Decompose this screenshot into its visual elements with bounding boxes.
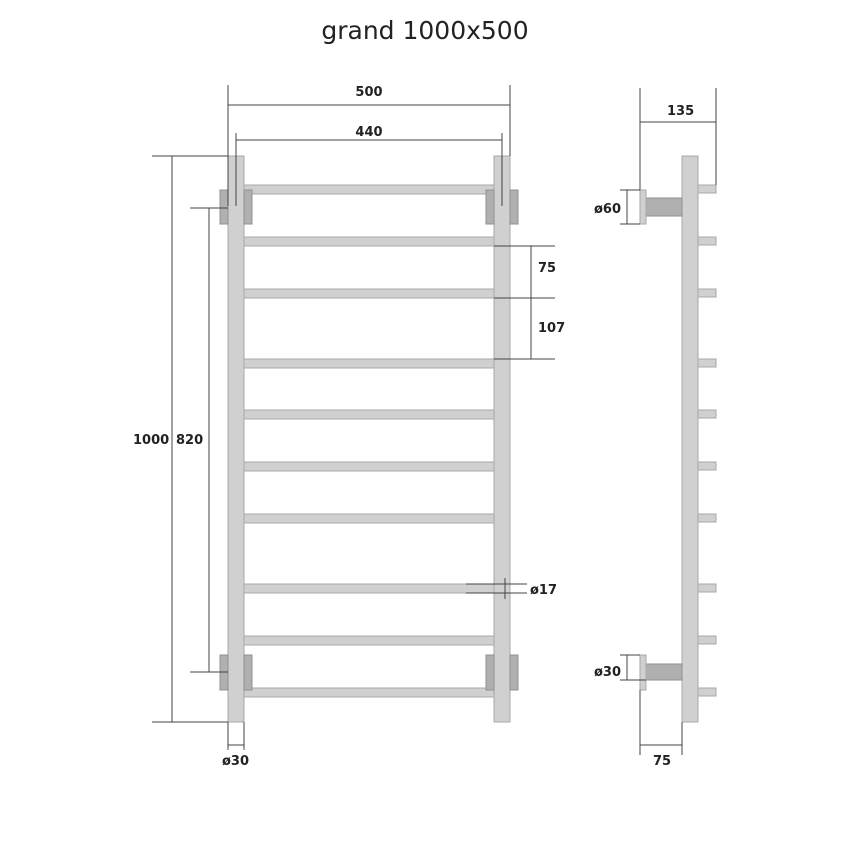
dim-rung-diameter: ø17 xyxy=(530,583,557,598)
rung xyxy=(243,358,495,369)
bracket xyxy=(485,189,495,225)
rung xyxy=(243,583,495,594)
rung xyxy=(243,513,495,524)
dim-rail-diameter: ø30 xyxy=(222,754,249,769)
rung xyxy=(243,635,495,646)
bracket xyxy=(485,654,495,691)
dim-step-large: 107 xyxy=(538,321,565,336)
rung-stub xyxy=(697,358,717,368)
rung xyxy=(243,461,495,472)
dimension-lines xyxy=(152,85,717,755)
rung-stub xyxy=(697,184,717,194)
rung xyxy=(243,184,495,195)
rung-stub xyxy=(697,409,717,419)
dim-mount-depth: 75 xyxy=(653,754,671,769)
rung-stub xyxy=(697,288,717,298)
bracket xyxy=(509,654,519,691)
front-view xyxy=(219,155,519,723)
dim-width-axis: 440 xyxy=(355,125,382,140)
dim-mount-diameter: ø30 xyxy=(594,665,621,680)
bracket xyxy=(243,189,253,225)
rung-stub xyxy=(697,635,717,645)
rungs xyxy=(243,184,495,698)
side-view xyxy=(639,155,717,723)
dim-height-total: 1000 xyxy=(133,433,169,448)
bottom-flange xyxy=(639,654,647,691)
rung-stubs xyxy=(697,184,717,697)
dim-width-outer: 500 xyxy=(355,85,382,100)
dim-depth-total: 135 xyxy=(667,104,694,119)
bracket xyxy=(509,189,519,225)
bottom-mount-tube xyxy=(645,663,683,681)
diagram-title: grand 1000x500 xyxy=(321,16,529,45)
top-flange xyxy=(639,189,647,225)
dim-step-small: 75 xyxy=(538,261,556,276)
bracket xyxy=(243,654,253,691)
rung-stub xyxy=(697,583,717,593)
right-rail xyxy=(493,155,511,723)
left-rail xyxy=(227,155,245,723)
dim-height-mount: 820 xyxy=(176,433,203,448)
rung-stub xyxy=(697,236,717,246)
top-mount-tube xyxy=(645,197,683,217)
rung xyxy=(243,409,495,420)
rung-stub xyxy=(697,461,717,471)
bracket xyxy=(219,189,229,225)
rung-stub xyxy=(697,513,717,523)
side-rail xyxy=(681,155,699,723)
rung xyxy=(243,687,495,698)
rung-stub xyxy=(697,687,717,697)
dim-flange-diameter: ø60 xyxy=(594,202,621,217)
rung xyxy=(243,236,495,247)
rung xyxy=(243,288,495,299)
